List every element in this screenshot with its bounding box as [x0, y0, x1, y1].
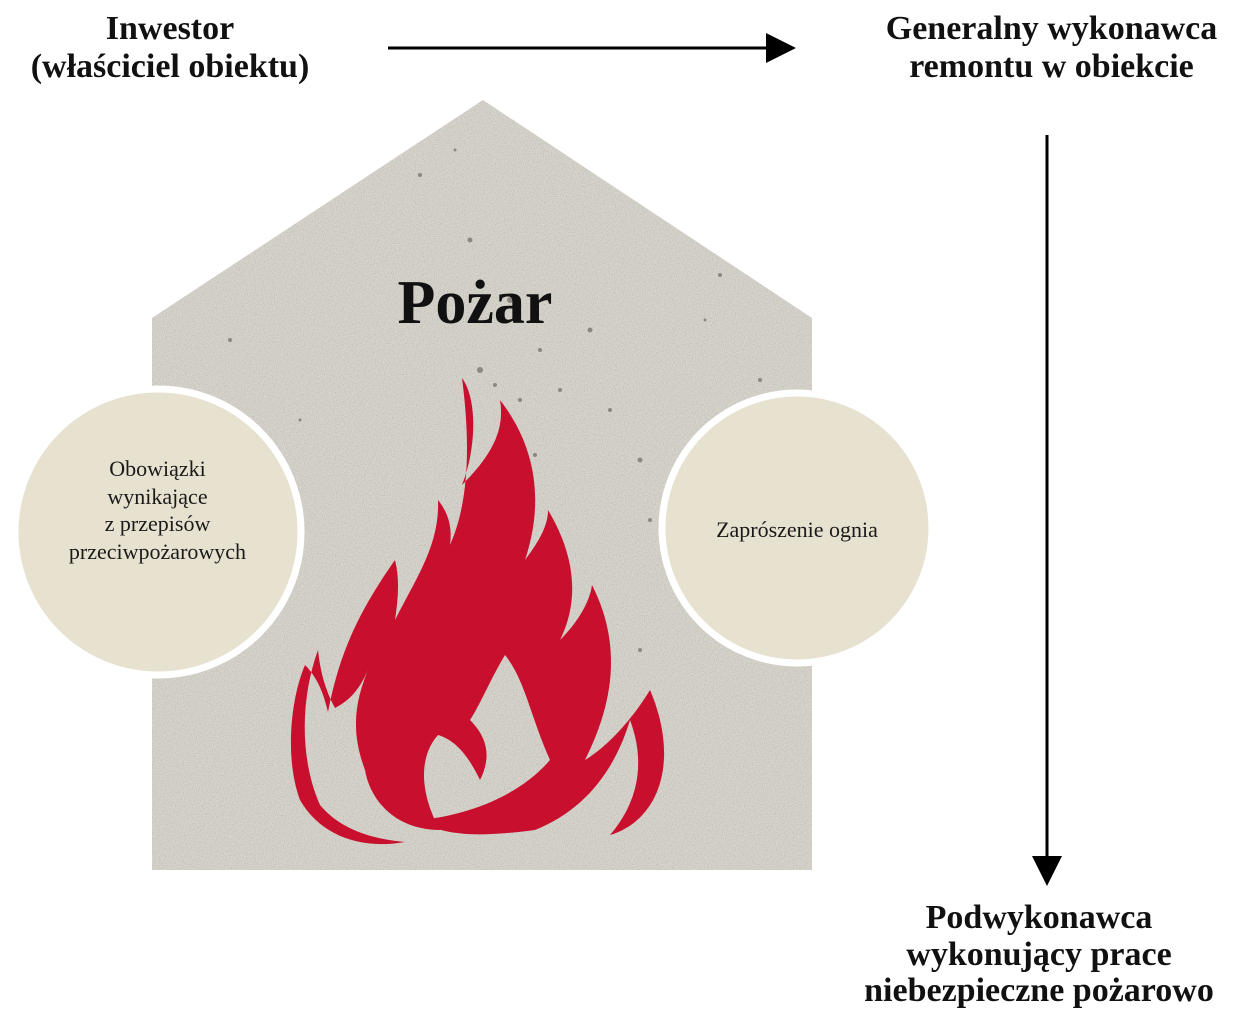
investor-line-2: (właściciel obiektu) [30, 48, 310, 86]
flame-icon [290, 378, 665, 845]
contractor-line-1: Generalny wykonawca [885, 10, 1218, 47]
duties-line-4: przeciwpożarowych [68, 538, 247, 564]
fire-title: Pożar [397, 269, 553, 337]
subcontractor-line-2: wykonujący prace [906, 935, 1172, 973]
subcontractor-line-3: niebezpieczne pożarowo [864, 972, 1214, 1010]
ignition-text: Zaprószenie ognia [716, 517, 878, 542]
duties-line-1: Obowiązki [109, 456, 206, 481]
contractor-line-2: remontu w obiekcie [909, 48, 1194, 86]
subcontractor-label: Podwykonawca wykonujący prace niebezpiec… [820, 899, 1258, 1010]
ignition-circle [658, 389, 936, 667]
investor-line-1: Inwestor [105, 10, 235, 47]
general-contractor-label: Generalny wykonawca remontu w obiekcie [845, 10, 1258, 86]
investor-label: Inwestor (właściciel obiektu) [0, 10, 340, 86]
duties-line-3: z przepisów [104, 511, 211, 536]
duties-text: Obowiązki wynikające z przepisów przeciw… [30, 455, 285, 565]
duties-circle [11, 385, 305, 679]
concrete-speckles [228, 148, 762, 762]
duties-line-2: wynikające [107, 483, 208, 509]
subcontractor-line-1: Podwykonawca [925, 899, 1153, 936]
